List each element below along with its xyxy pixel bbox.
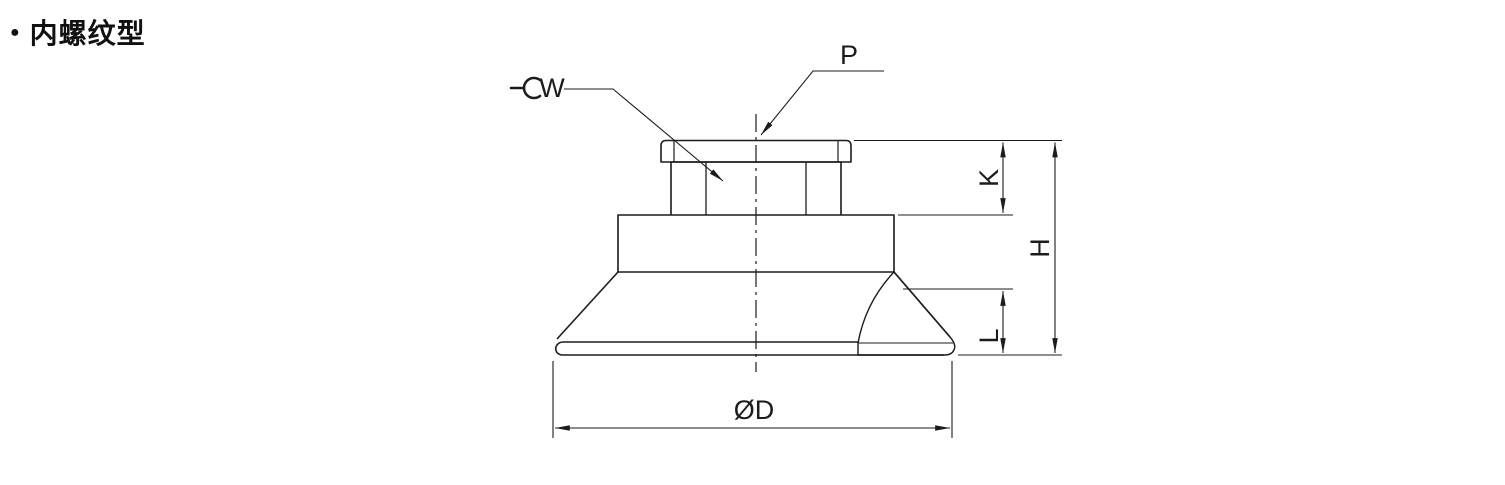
leader-line-p [760,70,884,136]
label-p: P [840,40,858,70]
bullet-icon: ● [10,24,20,41]
label-w: W [539,73,565,103]
hex-face-lines [705,162,807,215]
top-cap [660,139,852,163]
wrench-icon [509,76,542,100]
dimension-lines [555,70,1058,431]
label-l: L [974,328,1004,343]
label-h: H [1025,238,1055,258]
label-diameter: ØD [734,395,775,425]
cup-outline [554,139,956,356]
extension-lines [552,139,1062,438]
section-title-text: 内螺纹型 [29,18,146,49]
cup-body [617,214,895,273]
hex-nut [670,161,842,215]
leader-line-w [564,88,724,182]
lip-bottom-edge [554,341,944,356]
wrench-jaw [522,76,542,100]
cap-chamfer-lines [673,140,839,162]
section-title: ● 内螺纹型 [10,12,146,52]
rubber-section-hatch [857,271,956,356]
label-k: K [974,169,1004,187]
skirt-left-edge [556,271,619,340]
